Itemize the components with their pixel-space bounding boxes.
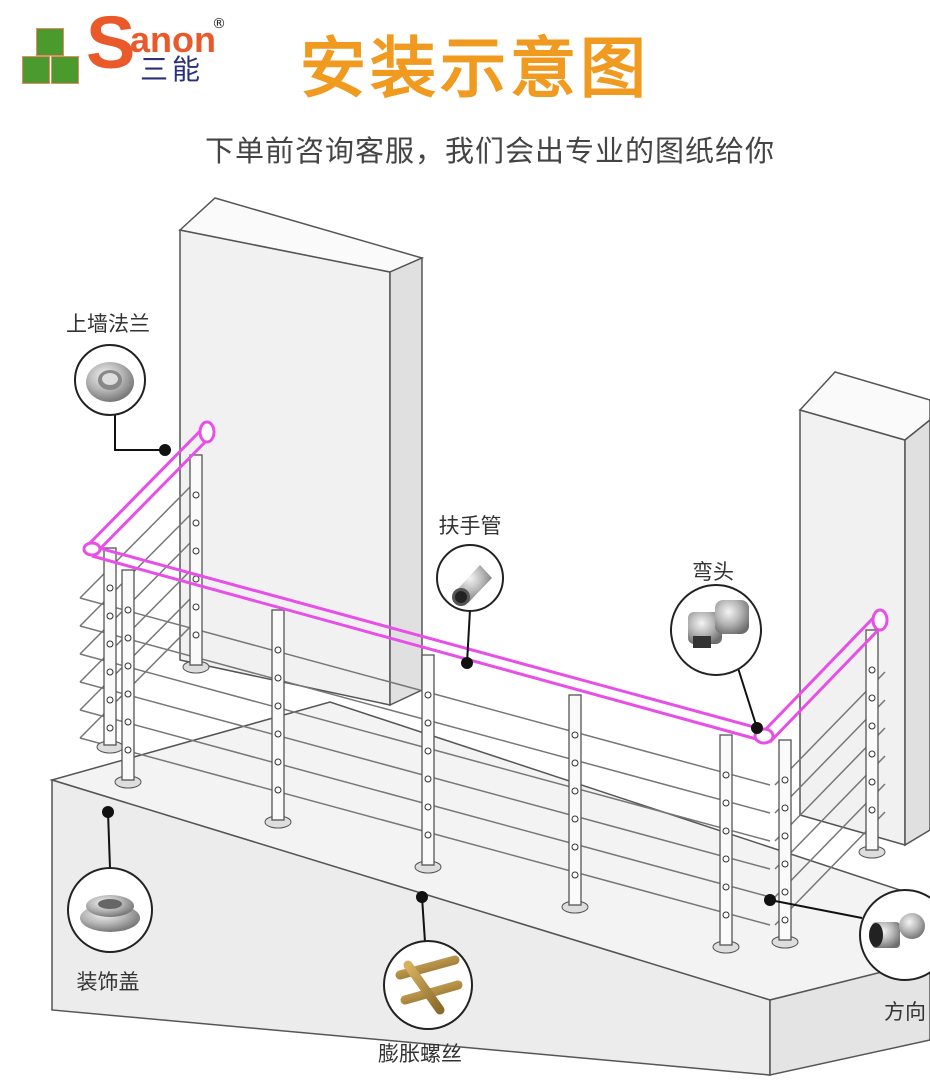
rod-holder (192, 603, 200, 611)
rod-holder (571, 731, 579, 739)
railing-post (421, 654, 435, 866)
rod-holder (424, 803, 432, 811)
right-pillar (798, 371, 930, 847)
handrail (82, 420, 889, 745)
rod-holder (424, 775, 432, 783)
decorative-cover-image (67, 867, 153, 953)
rod-holder (424, 719, 432, 727)
handrail-tube-image (436, 544, 504, 612)
expansion-bolt-image (383, 940, 473, 1030)
label-swivel-joint: 方向 (884, 1000, 926, 1024)
rod-holder (571, 787, 579, 795)
rod-holder (124, 606, 132, 614)
rod-holder (106, 724, 114, 732)
rod-holder (868, 806, 876, 814)
label-expansion-bolt: 膨胀螺丝 (378, 1042, 462, 1066)
rod-holder (192, 631, 200, 639)
rod-holder (722, 911, 730, 919)
rod-holder (192, 547, 200, 555)
rod-holder (424, 831, 432, 839)
rod-holder (124, 662, 132, 670)
rod-holder (722, 827, 730, 835)
horizontal-rod (79, 565, 196, 683)
horizontal-rod (79, 621, 196, 739)
rod-holder (274, 674, 282, 682)
rod-holder (274, 730, 282, 738)
rod-holder (106, 584, 114, 592)
wall-flange-image (74, 344, 146, 416)
callout-leaders (107, 413, 863, 943)
sanon-logo: S anon 三能 ® (22, 6, 232, 90)
rod-holder (571, 759, 579, 767)
rod-holder (571, 843, 579, 851)
rod-holder (274, 786, 282, 794)
logo-square (22, 56, 50, 84)
rod-holder (571, 815, 579, 823)
rod-holder (868, 778, 876, 786)
page-subtitle: 下单前咨询客服，我们会出专业的图纸给你 (204, 134, 775, 168)
rod-holder (722, 883, 730, 891)
concrete-slab (49, 701, 930, 1076)
rod-holder (868, 694, 876, 702)
rod-holder (274, 646, 282, 654)
rod-holder (274, 702, 282, 710)
rod-holder (124, 690, 132, 698)
logo-square (51, 56, 79, 84)
railing-post (189, 454, 203, 666)
label-elbow: 弯头 (692, 560, 734, 584)
rod-holder (781, 776, 789, 784)
rod-holder (781, 916, 789, 924)
railing-post (568, 694, 582, 906)
rod-holder (106, 696, 114, 704)
rod-holder (424, 747, 432, 755)
rod-holder (424, 691, 432, 699)
rod-holder (722, 771, 730, 779)
label-decorative-cover: 装饰盖 (76, 970, 140, 994)
rod-holder (192, 575, 200, 583)
rod-holder (722, 799, 730, 807)
rod-holder (781, 860, 789, 868)
railing-post (719, 734, 733, 946)
logo-text: anon (130, 19, 216, 60)
rod-holder (124, 746, 132, 754)
horizontal-rod (79, 593, 196, 711)
elbow-image (670, 584, 762, 676)
rod-holder (106, 612, 114, 620)
rod-holder (781, 888, 789, 896)
rod-holder (781, 832, 789, 840)
logo-initial: S (86, 1, 136, 84)
logo-chinese: 三能 (140, 53, 205, 86)
logo-square (36, 28, 64, 56)
railing-post (271, 609, 285, 821)
rod-holder (868, 722, 876, 730)
horizontal-rod (79, 481, 196, 599)
rod-holder (192, 491, 200, 499)
rod-holder (124, 634, 132, 642)
left-pillar (178, 197, 425, 707)
rod-holder (781, 804, 789, 812)
railing-post (865, 629, 879, 851)
rod-holder (106, 640, 114, 648)
rod-holder (868, 750, 876, 758)
rod-holder (124, 718, 132, 726)
railing-post (778, 739, 792, 941)
callout-dots (102, 444, 776, 906)
registered-mark: ® (212, 16, 226, 32)
rod-holder (571, 871, 579, 879)
rod-holder (722, 855, 730, 863)
rod-holder (274, 758, 282, 766)
horizontal-rod (79, 537, 196, 655)
railing-post (121, 569, 135, 781)
rod-holder (868, 666, 876, 674)
swivel-joint-image (859, 889, 930, 981)
rod-holder (106, 668, 114, 676)
label-wall-flange: 上墙法兰 (66, 312, 150, 336)
rod-holder (192, 519, 200, 527)
railing-posts (96, 454, 886, 954)
page-title: 安装示意图 (300, 30, 650, 107)
label-handrail-tube: 扶手管 (438, 514, 502, 538)
